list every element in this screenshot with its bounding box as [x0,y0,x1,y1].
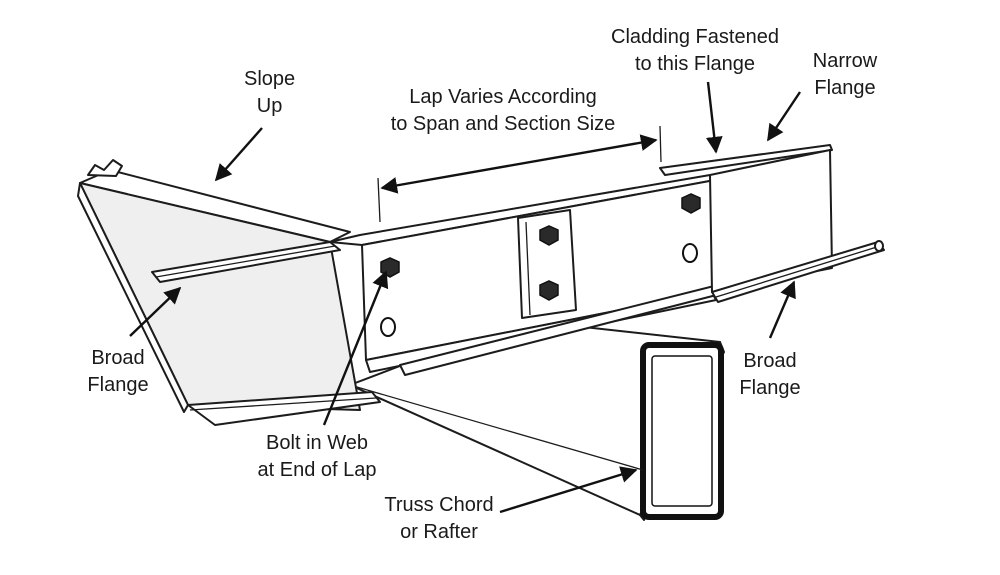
truss-line-2: or Rafter [400,521,478,543]
hex-bolt-icon [380,193,701,301]
broad-flange-right-label: Broad Flange [732,348,808,402]
cladding-line-1: Cladding Fastened [611,26,779,48]
leader-arrow-icon [129,81,801,514]
slope-up-label: Slope Up [244,66,295,120]
bolt-hole-icon [380,243,698,337]
left-purlin [77,159,381,426]
cladding-line-2: to this Flange [634,53,756,75]
broad-flange-left-line-2: Flange [87,374,149,396]
cladding-label: Cladding Fastened to this Flange [598,24,792,78]
lap-line-2: to Span and Section Size [390,113,616,135]
lap-line-1: Lap Varies According [409,86,597,108]
slope-up-line-1: Slope [244,68,296,90]
bolt-line-2: at End of Lap [257,459,377,481]
broad-flange-right-line-2: Flange [739,377,801,399]
narrow-flange-label: Narrow Flange [800,48,890,102]
narrow-flange-line-1: Narrow [812,50,878,72]
broad-flange-left-label: Broad Flange [80,345,156,399]
broad-flange-right-line-1: Broad [743,350,797,372]
broad-flange-left-line-1: Broad [91,347,145,369]
bolt-line-1: Bolt in Web [266,432,368,454]
truss-chord [349,319,725,521]
truss-label: Truss Chord or Rafter [376,492,502,546]
slope-up-line-2: Up [256,95,283,117]
narrow-flange-line-2: Flange [814,77,876,99]
right-purlin [659,144,885,303]
truss-line-1: Truss Chord [384,494,494,516]
bolt-label: Bolt in Web at End of Lap [252,430,382,484]
lap-label: Lap Varies According to Span and Section… [378,84,628,138]
lap-dimension [377,125,662,223]
